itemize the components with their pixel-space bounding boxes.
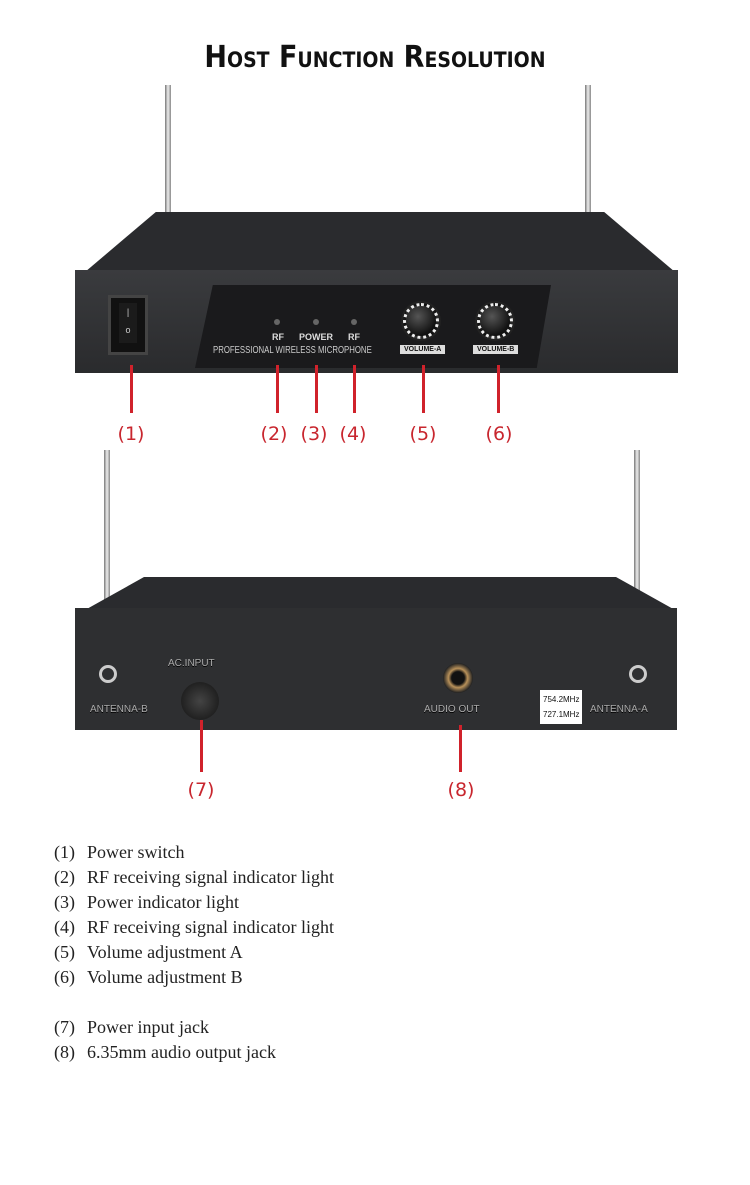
callout-2: (2) bbox=[260, 423, 288, 445]
rf-label-2: RF bbox=[348, 332, 360, 342]
legend-item: (8)6.35mm audio output jack bbox=[54, 1042, 276, 1062]
frequency-1: 754.2MHz bbox=[543, 695, 580, 704]
power-label: POWER bbox=[299, 332, 334, 342]
legend-item: (7)Power input jack bbox=[54, 1017, 209, 1037]
antenna-front-left bbox=[165, 85, 171, 215]
front-top-housing bbox=[85, 212, 675, 272]
callout-1: (1) bbox=[117, 423, 145, 445]
callout-6: (6) bbox=[485, 423, 513, 445]
power-led bbox=[313, 319, 319, 325]
antenna-b-label: ANTENNA-B bbox=[90, 704, 148, 715]
legend-item: (1)Power switch bbox=[54, 842, 185, 862]
rf-led-1 bbox=[274, 319, 280, 325]
audio-out-label: AUDIO OUT bbox=[424, 704, 480, 715]
antenna-back-a bbox=[634, 450, 640, 680]
callout-5: (5) bbox=[409, 423, 437, 445]
rocker-icon: |o bbox=[119, 303, 137, 343]
ac-input-label: AC.INPUT bbox=[168, 658, 215, 669]
callout-7: (7) bbox=[187, 779, 215, 801]
callout-line-2 bbox=[276, 365, 279, 413]
rf-label-1: RF bbox=[272, 332, 284, 342]
antenna-a-connector bbox=[629, 665, 647, 683]
callout-8: (8) bbox=[447, 779, 475, 801]
legend-item: (5)Volume adjustment A bbox=[54, 942, 243, 962]
legend-item: (3)Power indicator light bbox=[54, 892, 239, 912]
callout-line-4 bbox=[353, 365, 356, 413]
frequency-label: 754.2MHz 727.1MHz bbox=[540, 690, 583, 724]
rf-led-2 bbox=[351, 319, 357, 325]
antenna-back-b bbox=[104, 450, 110, 680]
callout-line-3 bbox=[315, 365, 318, 413]
back-panel bbox=[75, 608, 677, 730]
callout-line-5 bbox=[422, 365, 425, 413]
callout-line-1 bbox=[130, 365, 133, 413]
volume-b-label: VOLUME-B bbox=[473, 345, 519, 354]
antenna-b-connector bbox=[99, 665, 117, 683]
legend-item: (2)RF receiving signal indicator light bbox=[54, 867, 334, 887]
callout-line-7 bbox=[200, 720, 203, 772]
antenna-front-right bbox=[585, 85, 591, 215]
callout-line-6 bbox=[497, 365, 500, 413]
back-top-housing bbox=[85, 577, 675, 610]
page-title: Host Function Resolution bbox=[204, 40, 546, 75]
volume-b-knob[interactable] bbox=[477, 303, 513, 339]
audio-output-jack[interactable] bbox=[443, 663, 473, 693]
frequency-2: 727.1MHz bbox=[543, 710, 580, 719]
power-input-jack[interactable] bbox=[181, 682, 219, 720]
brand-label: PROFESSIONAL WIRELESS MICROPHONE bbox=[213, 345, 372, 356]
legend-item: (6)Volume adjustment B bbox=[54, 967, 243, 987]
callout-3: (3) bbox=[300, 423, 328, 445]
volume-a-knob[interactable] bbox=[403, 303, 439, 339]
callout-line-8 bbox=[459, 725, 462, 772]
callout-4: (4) bbox=[339, 423, 367, 445]
volume-a-label: VOLUME-A bbox=[400, 345, 446, 354]
antenna-a-label: ANTENNA-A bbox=[590, 704, 648, 715]
legend-item: (4)RF receiving signal indicator light bbox=[54, 917, 334, 937]
power-switch[interactable]: |o bbox=[108, 295, 148, 355]
